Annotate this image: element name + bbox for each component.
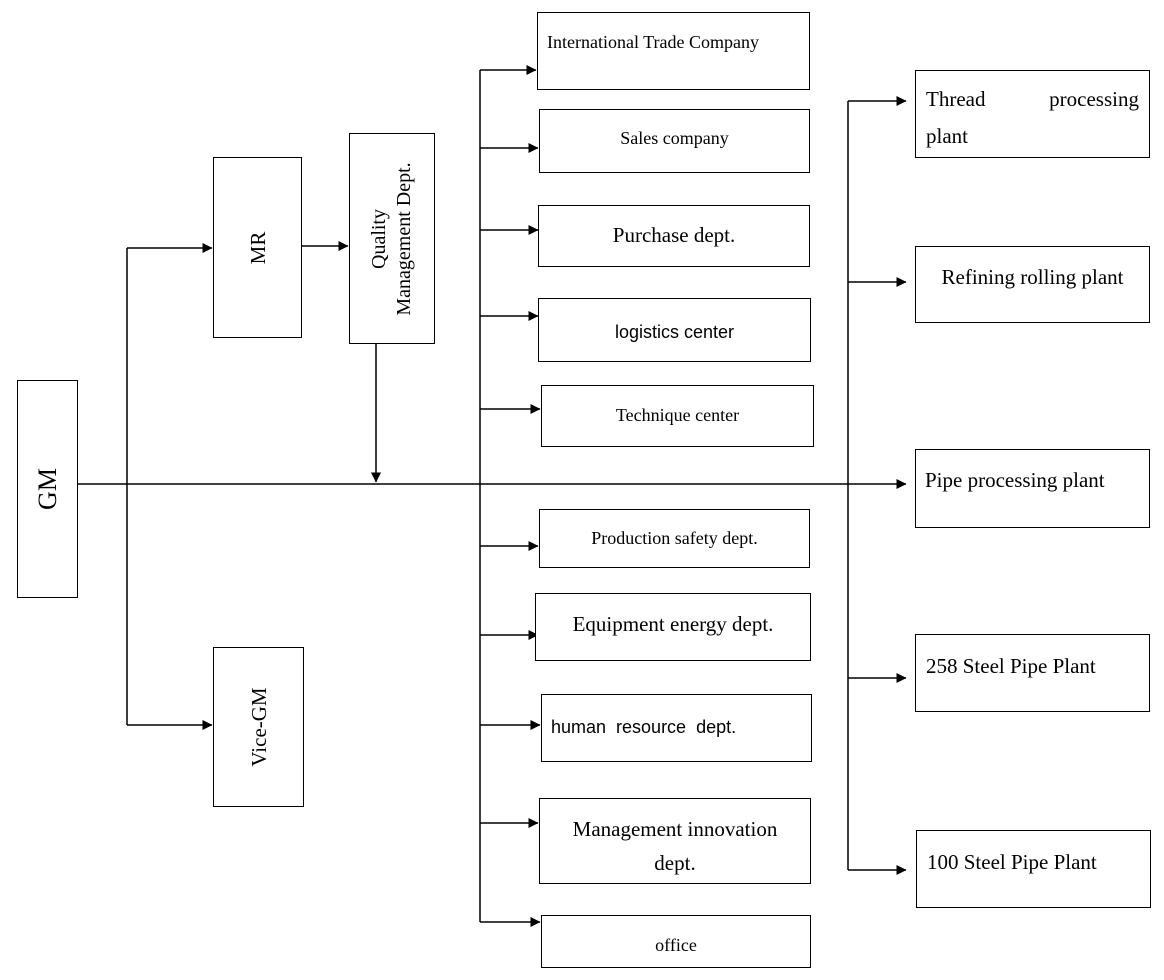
sales-company-box: Sales company bbox=[539, 109, 810, 173]
quality-management-box: Quality Management Dept. bbox=[349, 133, 435, 344]
quality-line2: Management Dept. bbox=[393, 161, 415, 316]
human-resource-label: human resource dept. bbox=[551, 717, 737, 737]
international-trade-label: International Trade Company bbox=[547, 32, 759, 52]
technique-center-label: Technique center bbox=[615, 405, 740, 425]
thread-word1: Thread bbox=[926, 87, 986, 111]
logistics-center-box: logistics center bbox=[538, 298, 811, 362]
thread-word2: processing bbox=[1049, 87, 1139, 111]
pipe-processing-box: Pipe processing plant bbox=[915, 449, 1150, 528]
steel-100-box: 100 Steel Pipe Plant bbox=[916, 830, 1151, 908]
steel-258-label: 258 Steel Pipe Plant bbox=[926, 654, 1096, 678]
production-safety-box: Production safety dept. bbox=[539, 509, 810, 568]
production-safety-label: Production safety dept. bbox=[591, 528, 758, 548]
vice-gm-box: Vice-GM bbox=[213, 647, 304, 807]
thread-plant-line1: Thread processing bbox=[926, 87, 1139, 112]
vice-gm-label: Vice-GM bbox=[246, 687, 271, 767]
office-label: office bbox=[655, 935, 697, 955]
purchase-dept-label: Purchase dept. bbox=[612, 223, 736, 247]
gm-label: GM bbox=[32, 468, 62, 510]
equipment-energy-label: Equipment energy dept. bbox=[572, 612, 774, 636]
technique-center-box: Technique center bbox=[541, 385, 814, 447]
logistics-center-label: logistics center bbox=[614, 322, 735, 342]
refining-plant-label: Refining rolling plant bbox=[941, 265, 1124, 289]
sales-company-label: Sales company bbox=[620, 128, 729, 148]
steel-258-box: 258 Steel Pipe Plant bbox=[915, 634, 1150, 712]
mr-box: MR bbox=[213, 157, 302, 338]
management-innovation-line2: dept. bbox=[654, 851, 696, 875]
quality-management-label: Quality Management Dept. bbox=[367, 162, 417, 315]
quality-line1: Quality bbox=[368, 208, 390, 269]
management-innovation-box: Management innovation dept. bbox=[539, 798, 811, 884]
gm-box: GM bbox=[17, 380, 78, 598]
mr-label: MR bbox=[245, 231, 270, 264]
equipment-energy-box: Equipment energy dept. bbox=[535, 593, 811, 661]
refining-plant-box: Refining rolling plant bbox=[915, 246, 1150, 323]
human-resource-box: human resource dept. bbox=[541, 694, 812, 762]
thread-plant-line2: plant bbox=[926, 124, 968, 148]
office-box: office bbox=[541, 915, 811, 968]
management-innovation-line1: Management innovation bbox=[572, 817, 778, 841]
thread-plant-box: Thread processing plant bbox=[915, 70, 1150, 158]
steel-100-label: 100 Steel Pipe Plant bbox=[927, 850, 1097, 874]
purchase-dept-box: Purchase dept. bbox=[538, 205, 810, 267]
pipe-processing-label: Pipe processing plant bbox=[925, 468, 1105, 492]
international-trade-box: International Trade Company bbox=[537, 12, 810, 90]
